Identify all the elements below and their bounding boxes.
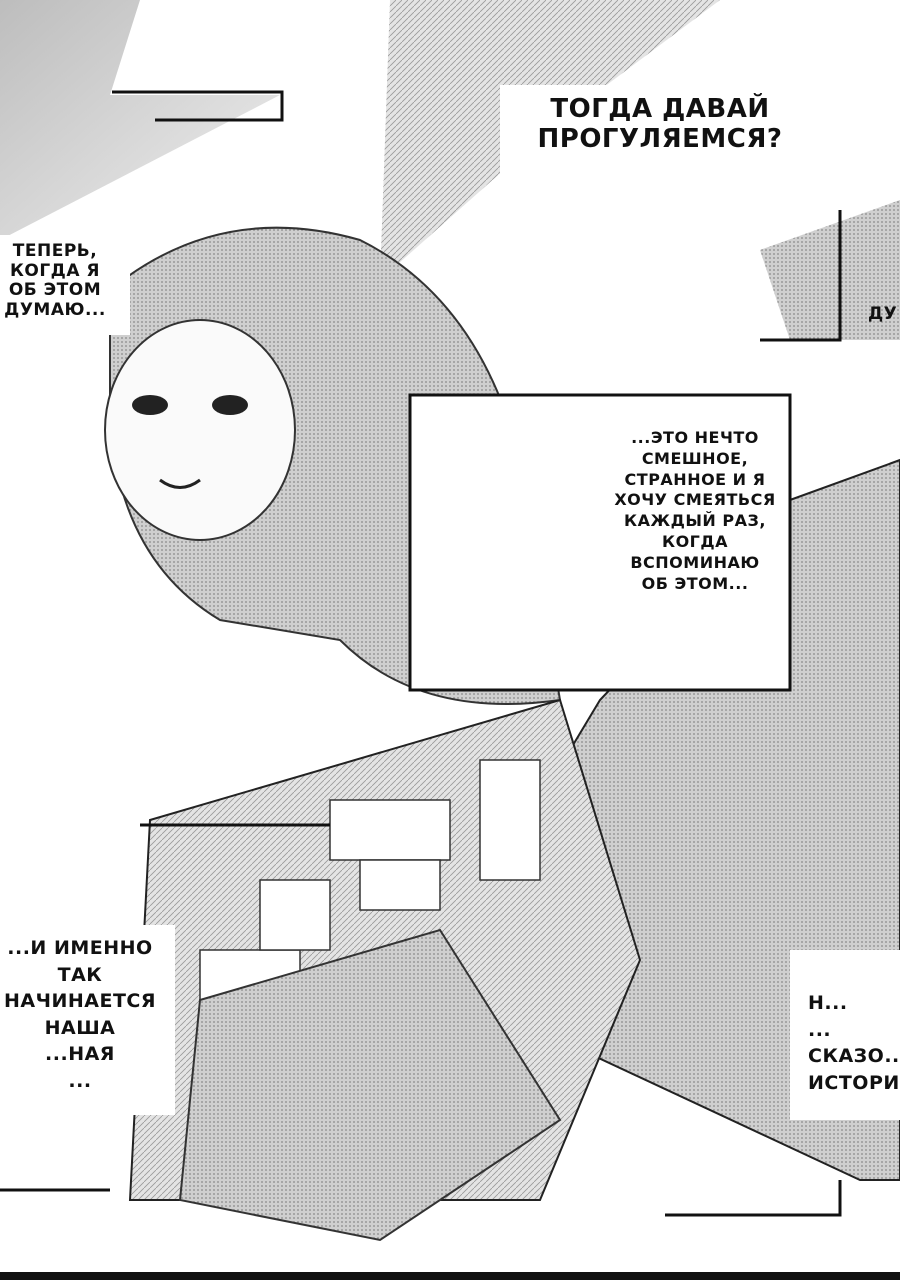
speech-bottom-right: Н... ... СКАЗО... ИСТОРИЯ <box>808 990 900 1096</box>
sky-panel-right <box>760 200 900 340</box>
sky-panel-top <box>380 0 720 280</box>
speech-line: ... <box>68 1069 92 1092</box>
speech-line: НАЧИНАЕТСЯ <box>4 990 156 1013</box>
speech-left-upper: ТЕПЕРЬ, КОГДА Я ОБ ЭТОМ ДУМАЮ... <box>0 241 130 320</box>
speech-middle-right: ...ЭТО НЕЧТО СМЕШНОЕ, СТРАННОЕ И Я ХОЧУ … <box>585 428 805 594</box>
speech-line: ТЕПЕРЬ, <box>12 241 98 261</box>
speech-line: ОБ ЭТОМ... <box>641 573 749 593</box>
girl-eye-left <box>132 395 168 415</box>
page-bottom-border <box>0 1272 900 1280</box>
speech-line: ТАК <box>57 963 103 986</box>
speech-line: ИСТОРИЯ <box>808 1071 900 1094</box>
girl-eye-right <box>212 395 248 415</box>
speech-line: СКАЗО... <box>808 1045 900 1068</box>
speech-line: ОБ ЭТОМ <box>8 280 102 301</box>
speech-line: СМЕШНОЕ, <box>641 448 749 468</box>
panel-borders <box>0 90 842 1217</box>
speech-line: СТРАННОЕ И Я <box>624 469 766 489</box>
speech-line: ВСПОМИНАЮ <box>630 552 760 572</box>
speech-line: КОГДА <box>661 531 728 551</box>
speech-line: ПРОГУЛЯЕМСЯ? <box>537 123 783 154</box>
speech-line: ... <box>808 1018 832 1041</box>
speech-line: ДУ <box>868 304 898 324</box>
speech-bottom-left: ...И ИМЕННО ТАК НАЧИНАЕТСЯ НАША ...НАЯ .… <box>0 935 180 1095</box>
speech-line: НАША <box>44 1016 116 1039</box>
speech-line: ДУМАЮ... <box>4 299 106 320</box>
speech-line: ...НАЯ <box>45 1043 115 1066</box>
speech-line: КАЖДЫЙ РАЗ, <box>624 511 766 531</box>
speech-line: ТОГДА ДАВАЙ <box>550 94 770 124</box>
speech-right-edge: ДУ <box>868 304 900 325</box>
speech-line: КОГДА Я <box>10 260 100 281</box>
girl-face <box>104 319 296 541</box>
bubble-top-right <box>500 85 800 175</box>
speech-line: ...ЭТО НЕЧТО <box>631 428 759 447</box>
speech-top-right: ТОГДА ДАВАЙ ПРОГУЛЯЕМСЯ? <box>520 94 800 155</box>
sky-panel-top-left <box>0 0 280 240</box>
speech-line: ХОЧУ СМЕЯТЬСЯ <box>614 490 776 510</box>
speech-line: Н... <box>808 992 848 1014</box>
girl-mouth <box>159 478 201 489</box>
bubble-left-upper <box>0 235 130 335</box>
bubble-bottom-left <box>0 925 175 1115</box>
skirt <box>178 928 562 1242</box>
bubble-bottom-right <box>790 950 900 1120</box>
speech-line: ...И ИМЕННО <box>7 937 153 959</box>
